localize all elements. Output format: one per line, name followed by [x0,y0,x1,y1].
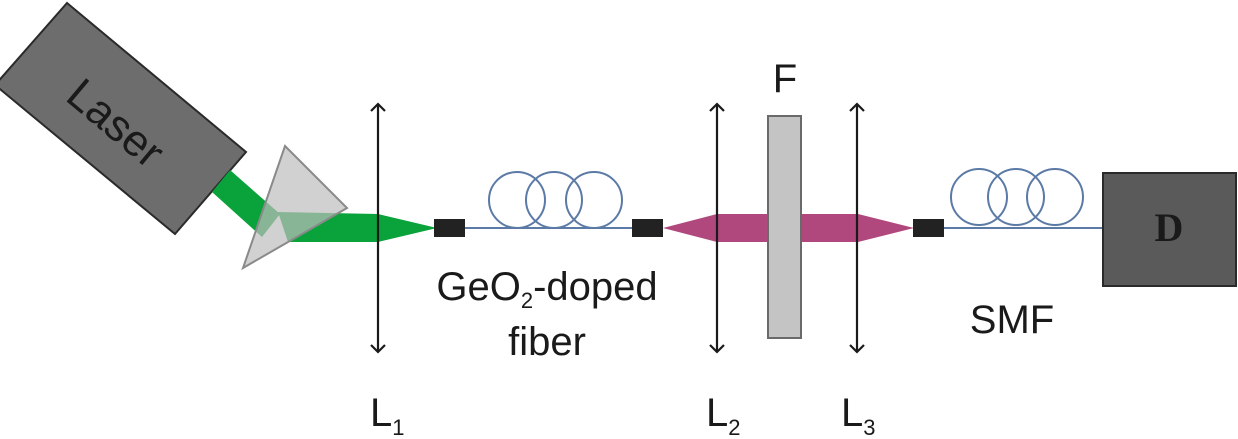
fiber-label-subscript: 2 [521,288,533,313]
fiber-connector-input [434,219,465,237]
lens-label-l1: L1 [370,391,405,439]
smf-label: SMF [970,298,1054,342]
filter [767,115,802,339]
smf-fiber [944,168,1103,229]
filter-label: F [773,57,797,101]
laser-source: Laser [0,1,248,236]
detector-label: D [1155,205,1184,250]
geo2-doped-fiber [462,171,632,229]
detector: D [1102,172,1237,287]
fiber-label-line2: fiber [508,320,586,364]
fiber-label-rest: -doped [533,265,658,309]
fiber-connector-output [632,219,663,237]
fiber-label-main: GeO [436,265,520,309]
lens-label-l3: L3 [841,391,876,439]
smf-connector [913,219,944,237]
prism [241,144,349,271]
fiber-label-line1: GeO2-doped [436,265,657,313]
detector-body [1102,172,1237,287]
laser-body [0,1,248,236]
lens-label-l2: L2 [706,391,741,439]
